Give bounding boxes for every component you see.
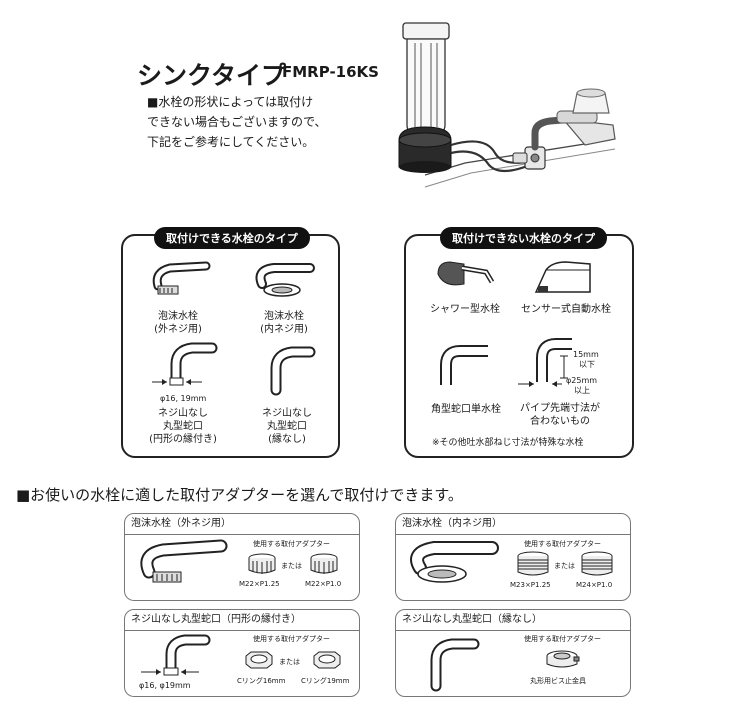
foam-outer-label-1: 泡沫水栓 [158, 311, 198, 322]
foam-inner-faucet-icon [410, 541, 499, 583]
adapter-b-size: M24×P1.0 [576, 581, 613, 589]
adapter-box-round-rim-title: ネジ山なし丸型蛇口（円形の縁付き） [125, 610, 359, 631]
foam-outer-faucet-icon [152, 261, 211, 295]
square-label: 角型蛇口単水栓 [431, 404, 501, 415]
incompatible-footnote: ※その他吐水部ねじ寸法が特殊な水栓 [432, 438, 584, 448]
adapter-box-foam-outer: 泡沫水栓（外ネジ用） 使用する取付アダプター または M22×P1.25 M22… [124, 513, 360, 601]
shower-faucet-icon [437, 261, 495, 286]
adapter-box-round-rim: ネジ山なし丸型蛇口（円形の縁付き） φ16, φ19mm 使用する取付アダプター… [124, 609, 360, 697]
round-rim-faucet-icon [141, 634, 211, 676]
foam-outer-label-2: (外ネジ用) [154, 324, 202, 335]
round-rim-label-1: ネジ山なし [158, 408, 208, 419]
round-rim-dimension: φ16, φ19mm [139, 681, 191, 690]
pipe-dim-25: φ25mm 以上 [566, 376, 597, 396]
screw-clamp-icon [546, 650, 580, 668]
adapter-box-foam-outer-title: 泡沫水栓（外ネジ用） [125, 514, 359, 535]
pipe-label-1: パイプ先端寸法が [520, 403, 600, 414]
adapter-nut-icon [310, 553, 338, 574]
compatible-panel-title: 取付けできる水栓のタイプ [154, 227, 310, 249]
square-faucet-icon [440, 345, 488, 385]
adapter-b-size: Cリング19mm [301, 677, 350, 685]
foam-inner-faucet-icon [255, 263, 315, 297]
sensor-label: センサー式自動水栓 [521, 304, 611, 315]
adapter-a-size: 丸形用ビス止金具 [530, 677, 586, 685]
note-line-2: できない場合もございますので、 [147, 115, 327, 129]
pipe-dim-15: 15mm 以下 [573, 350, 599, 370]
adapter-box-foam-inner-title: 泡沫水栓（内ネジ用） [396, 514, 630, 535]
round-rim-label: ネジ山なし 丸型蛇口 (円形の縁付き) [148, 407, 218, 446]
foam-inner-label: 泡沫水栓 (内ネジ用) [254, 310, 314, 336]
adapter-box-round-norim-title: ネジ山なし丸型蛇口（縁なし） [396, 610, 630, 631]
round-norim-faucet-icon [430, 638, 480, 692]
adapter-b-size: M22×P1.0 [305, 580, 342, 588]
sensor-faucet-icon [534, 261, 591, 293]
incompatible-panel-title: 取付けできない水栓のタイプ [440, 227, 607, 249]
adapter-box-foam-inner: 泡沫水栓（内ネジ用） 使用する取付アダプター または M23×P1.25 M24… [395, 513, 631, 601]
round-norim-faucet-icon [270, 346, 316, 396]
round-rim-label-3: (円形の縁付き) [149, 434, 217, 445]
use-adapter-label: 使用する取付アダプター [253, 540, 330, 548]
round-norim-label: ネジ山なし 丸型蛇口 (縁なし) [252, 407, 322, 446]
adapter-a-size: M23×P1.25 [510, 581, 551, 589]
foam-inner-label-2: (内ネジ用) [260, 324, 308, 335]
pipe-tip-icon [518, 338, 572, 387]
or-label: または [281, 562, 302, 570]
foam-outer-faucet-icon [140, 539, 228, 583]
pipe-dim-15-value: 15mm [573, 350, 599, 359]
shower-label: シャワー型水栓 [430, 304, 500, 315]
pipe-dim-15-note: 以下 [579, 360, 595, 369]
foam-outer-label: 泡沫水栓 (外ネジ用) [148, 310, 208, 336]
c-ring-icon [313, 651, 341, 669]
use-adapter-label: 使用する取付アダプター [524, 635, 601, 643]
note-line-3: 下記をご参考にしてください。 [147, 135, 315, 149]
adapter-threaded-icon [581, 551, 613, 576]
round-norim-label-2: 丸型蛇口 [267, 421, 307, 432]
round-rim-label-2: 丸型蛇口 [163, 421, 203, 432]
round-norim-label-3: (縁なし) [268, 434, 306, 445]
note-line-1: ■水栓の形状によっては取付け [147, 95, 314, 109]
pipe-dim-25-note: 以上 [574, 386, 590, 395]
filter-product-illustration [398, 22, 616, 188]
round-rim-dimension: φ16, 19mm [160, 394, 207, 403]
adapter-a-size: Cリング16mm [237, 677, 286, 685]
adapter-threaded-icon [517, 551, 549, 576]
use-adapter-label: 使用する取付アダプター [253, 635, 330, 643]
or-label: または [554, 562, 575, 570]
foam-inner-label-1: 泡沫水栓 [264, 311, 304, 322]
or-label: または [279, 658, 300, 666]
pipe-label-2: 合わないもの [530, 416, 590, 427]
pipe-dim-25-value: φ25mm [566, 376, 598, 385]
model-number: FMRP-16KS [282, 63, 379, 81]
use-adapter-label: 使用する取付アダプター [524, 540, 601, 548]
adapter-heading: ■お使いの水栓に適した取付アダプターを選んで取付けできます。 [16, 486, 463, 504]
adapter-box-round-norim: ネジ山なし丸型蛇口（縁なし） 使用する取付アダプター 丸形用ビス止金具 [395, 609, 631, 697]
pipe-label: パイプ先端寸法が 合わないもの [512, 402, 608, 428]
page-title: シンクタイプ [137, 61, 287, 90]
header-note: ■水栓の形状によっては取付け できない場合もございますので、 下記をご参考にして… [147, 92, 327, 152]
adapter-a-size: M22×P1.25 [239, 580, 280, 588]
adapter-nut-icon [248, 553, 276, 574]
round-rim-faucet-icon [152, 342, 218, 386]
c-ring-icon [245, 651, 273, 669]
round-norim-label-1: ネジ山なし [262, 408, 312, 419]
